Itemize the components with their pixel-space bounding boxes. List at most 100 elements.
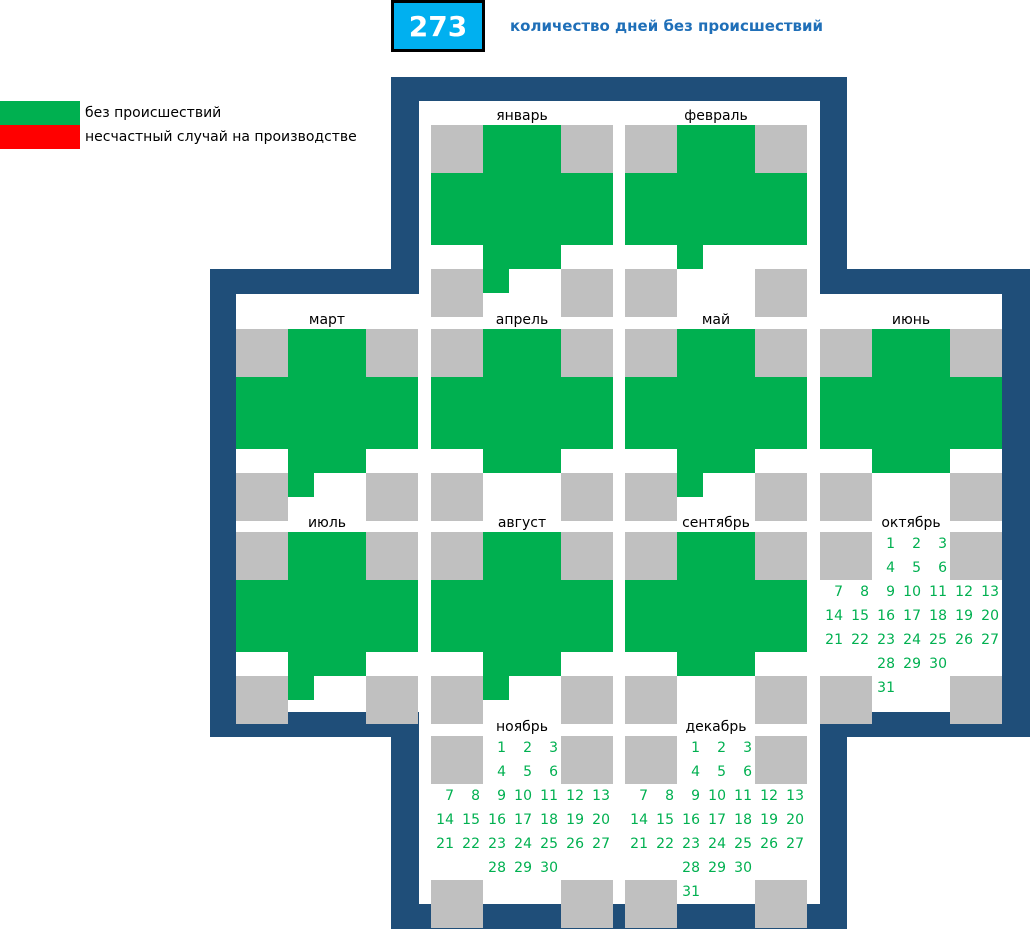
day-cell: 9 <box>691 788 700 804</box>
corner-block <box>755 880 807 928</box>
day-cell: 7 <box>625 580 651 604</box>
day-cell: 11 <box>729 377 755 401</box>
day-cell: 15 <box>462 812 480 828</box>
day-cell: 29 <box>708 860 726 876</box>
day-cell: 8 <box>262 580 288 604</box>
day-cell: 21 <box>820 425 846 449</box>
month-name: май <box>701 312 731 328</box>
day-cell: 25 <box>535 425 561 449</box>
day-cell: 2 <box>509 329 535 353</box>
day-cell: 14 <box>825 608 843 624</box>
day-cell: 15 <box>651 197 677 221</box>
day-cell: 23 <box>877 632 895 648</box>
day-cell: 21 <box>436 836 454 852</box>
day-cell: 5 <box>314 556 340 580</box>
day-cell: 25 <box>540 836 558 852</box>
corner-block <box>820 676 872 724</box>
day-cell: 9 <box>886 584 895 600</box>
corner-block <box>236 473 288 521</box>
day-cell: 13 <box>392 377 418 401</box>
day-cell: 31 <box>288 473 314 497</box>
corner-block <box>755 329 807 377</box>
corner-block <box>625 532 677 580</box>
day-cell: 4 <box>497 764 506 780</box>
day-cell: 15 <box>846 401 872 425</box>
day-cell: 15 <box>262 401 288 425</box>
day-cell: 5 <box>703 149 729 173</box>
day-cell: 24 <box>314 628 340 652</box>
day-cell: 27 <box>392 628 418 652</box>
day-cell: 6 <box>535 353 561 377</box>
month-name: август <box>497 515 547 531</box>
day-cell: 17 <box>703 401 729 425</box>
day-cell: 12 <box>755 173 781 197</box>
day-cell: 16 <box>488 812 506 828</box>
day-cell: 1 <box>288 329 314 353</box>
day-cell: 9 <box>677 377 703 401</box>
day-cell: 14 <box>431 401 457 425</box>
day-cell: 20 <box>781 197 807 221</box>
day-cell: 16 <box>288 604 314 628</box>
day-cell: 5 <box>523 764 532 780</box>
day-cell: 2 <box>509 125 535 149</box>
corner-block <box>366 532 418 580</box>
day-cell: 14 <box>436 812 454 828</box>
day-cell: 16 <box>677 604 703 628</box>
day-cell: 2 <box>509 532 535 556</box>
day-cell: 11 <box>924 377 950 401</box>
day-cell: 14 <box>431 604 457 628</box>
day-cell: 7 <box>639 788 648 804</box>
day-cell: 22 <box>462 836 480 852</box>
day-cell: 24 <box>509 425 535 449</box>
corner-block <box>755 473 807 521</box>
day-cell: 21 <box>236 425 262 449</box>
day-cell: 7 <box>625 377 651 401</box>
day-cell: 10 <box>898 377 924 401</box>
corner-block <box>755 532 807 580</box>
corner-block <box>431 880 483 928</box>
day-cell: 4 <box>288 556 314 580</box>
day-cell: 13 <box>976 377 1002 401</box>
day-cell: 27 <box>976 425 1002 449</box>
day-cell: 30 <box>729 652 755 676</box>
day-cell: 14 <box>820 401 846 425</box>
corner-block <box>431 125 483 173</box>
day-cell: 22 <box>651 628 677 652</box>
day-cell: 26 <box>366 628 392 652</box>
month-name: июнь <box>891 312 931 328</box>
day-cell: 28 <box>677 245 703 269</box>
day-cell: 19 <box>366 401 392 425</box>
day-cell: 13 <box>587 580 613 604</box>
day-cell: 18 <box>535 401 561 425</box>
day-cell: 8 <box>665 788 674 804</box>
day-cell: 4 <box>886 560 895 576</box>
day-cell: 1 <box>483 329 509 353</box>
corner-block <box>755 269 807 317</box>
month-name: январь <box>496 108 548 124</box>
day-cell: 18 <box>535 197 561 221</box>
day-cell: 17 <box>509 401 535 425</box>
day-cell: 15 <box>457 604 483 628</box>
day-cell: 29 <box>703 449 729 473</box>
day-cell: 19 <box>755 197 781 221</box>
day-cell: 14 <box>625 197 651 221</box>
day-cell: 20 <box>786 812 804 828</box>
day-cell: 5 <box>509 353 535 377</box>
day-cell: 16 <box>288 401 314 425</box>
days-counter: 273 <box>391 0 485 52</box>
day-cell: 5 <box>703 353 729 377</box>
day-cell: 27 <box>587 221 613 245</box>
day-cell: 18 <box>924 401 950 425</box>
day-cell: 6 <box>729 353 755 377</box>
day-cell: 22 <box>457 425 483 449</box>
day-cell: 22 <box>656 836 674 852</box>
month-name: сентябрь <box>682 515 750 531</box>
day-cell: 28 <box>877 656 895 672</box>
corner-block <box>561 329 613 377</box>
day-cell: 30 <box>734 860 752 876</box>
day-cell: 23 <box>682 836 700 852</box>
day-cell: 26 <box>561 628 587 652</box>
day-cell: 12 <box>561 580 587 604</box>
day-cell: 20 <box>592 812 610 828</box>
day-cell: 3 <box>729 125 755 149</box>
